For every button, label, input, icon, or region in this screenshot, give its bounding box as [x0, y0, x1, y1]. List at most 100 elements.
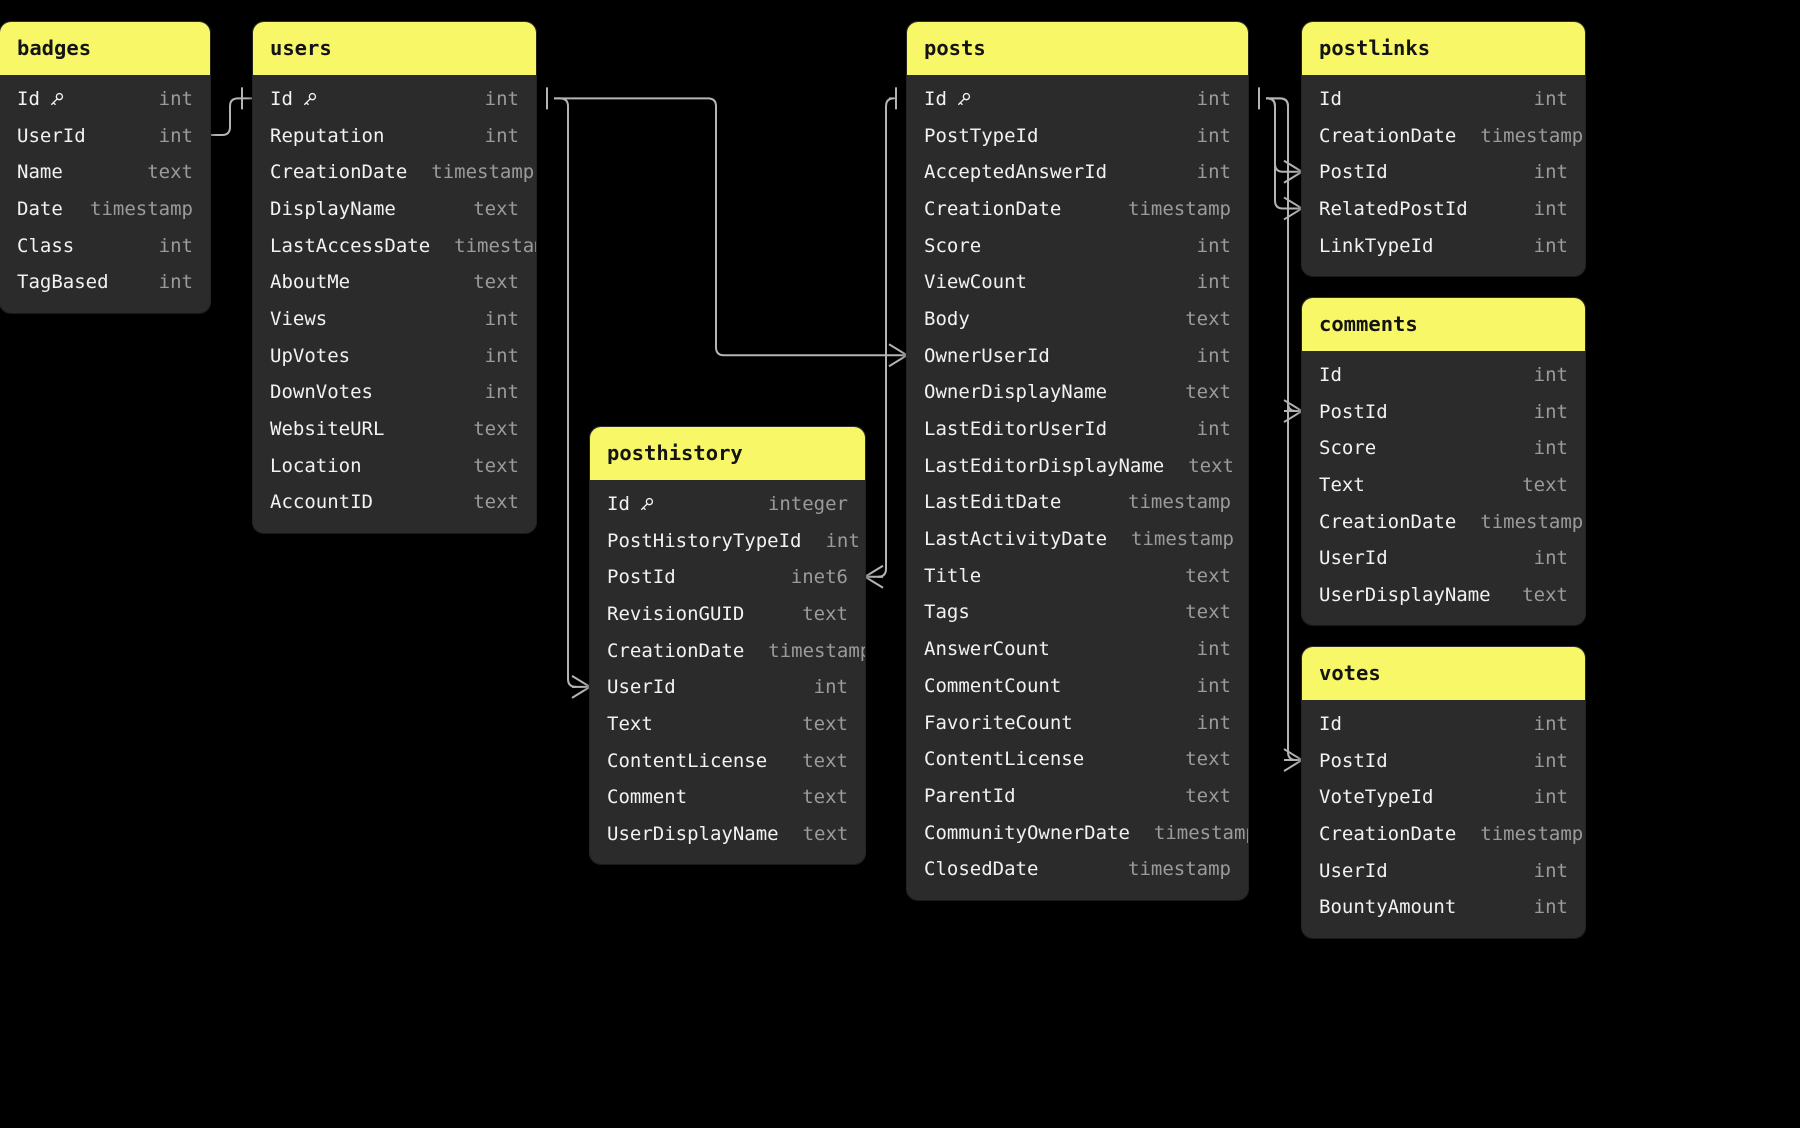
field-type-label: timestamp	[1128, 858, 1231, 881]
field-name-wrap: UpVotes	[270, 345, 350, 367]
field-type-label: timestamp	[768, 639, 865, 662]
field-name-wrap: UserDisplayName	[1319, 584, 1491, 606]
field-name-label: ViewCount	[924, 271, 1027, 294]
field-name-label: Id	[607, 492, 630, 515]
field-name-wrap: Score	[1319, 437, 1376, 459]
field-name-wrap: Text	[607, 713, 653, 735]
field-name-wrap: Tags	[924, 601, 970, 623]
field-name-wrap: ContentLicense	[607, 750, 767, 772]
field-name-wrap: TagBased	[17, 271, 109, 293]
key-icon	[638, 496, 655, 513]
field-type-label: timestamp	[1480, 822, 1584, 845]
field-name-label: Location	[270, 454, 362, 477]
field-name-label: ParentId	[924, 784, 1016, 807]
field-name-label: Tags	[924, 601, 970, 624]
field-name-wrap: Class	[17, 235, 74, 257]
field-name-label: CreationDate	[270, 161, 408, 184]
field-name-label: Title	[924, 564, 982, 587]
field-name-label: LastEditorUserId	[924, 418, 1108, 441]
field-name-wrap: FavoriteCount	[924, 712, 1073, 734]
field-name-wrap: PostHistoryTypeId	[607, 530, 801, 552]
field-row-users-lastaccessdate[interactable]: LastAccessDatetimestamp	[253, 227, 536, 264]
field-name-label: Date	[17, 197, 63, 220]
